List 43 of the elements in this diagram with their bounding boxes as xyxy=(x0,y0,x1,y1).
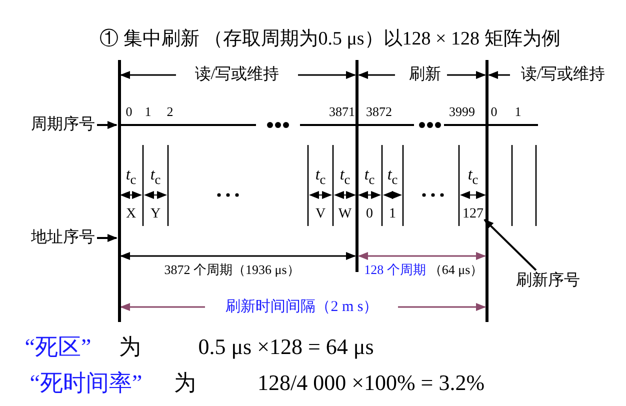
cycle-number: 2 xyxy=(166,104,174,120)
address-label: Y xyxy=(150,206,161,222)
axis-label: 刷新序号 xyxy=(516,272,580,290)
title: ① 集中刷新 （存取周期为0.5 μs）以128 × 128 矩阵为例 xyxy=(100,30,560,50)
address-label: W xyxy=(338,206,352,222)
address-label: 1 xyxy=(389,206,396,222)
duration-label: （64 μs） xyxy=(428,262,484,278)
phase-label: 读/写或维持 xyxy=(520,66,606,84)
term-label: “死区” xyxy=(24,334,92,360)
cycle-number: 0 xyxy=(490,104,498,120)
text-label: 为 xyxy=(119,334,141,360)
cycle-number: 0 xyxy=(126,104,132,120)
address-label: 127 xyxy=(462,206,484,222)
axis-label: 地址序号 xyxy=(31,229,95,247)
cycle-number: 1 xyxy=(144,104,152,120)
cycle-number: 3999 xyxy=(449,104,475,120)
cycle-time-label: t$_{c}$ xyxy=(315,166,326,188)
formula-text: 0.5 μs ×128 = 64 μs xyxy=(198,334,374,360)
text-label: 为 xyxy=(174,370,196,396)
cycle-time-label: t$_{c}$ xyxy=(150,166,161,188)
arrow xyxy=(97,234,118,242)
phase-label: 读/写或维持 xyxy=(194,66,280,84)
cycle-time-label: t$_{c}$ xyxy=(340,166,350,188)
phase-label: 刷新 xyxy=(409,66,441,84)
cycle-time-label: t$_{c}$ xyxy=(126,166,136,188)
cycle-number: 3871 xyxy=(329,104,355,120)
duration-label: 128 个周期 xyxy=(364,262,426,278)
duration-label: 刷新时间间隔（2 m s） xyxy=(226,298,378,316)
duration-label: 3872 个周期（1936 μs） xyxy=(164,262,300,278)
address-label: X xyxy=(126,206,136,222)
cycle-time-label: t$_{c}$ xyxy=(387,166,398,188)
leader-line xyxy=(484,218,537,271)
address-label: 0 xyxy=(366,206,373,222)
cycle-number: 3872 xyxy=(366,104,392,120)
cycle-time-label: t$_{c}$ xyxy=(364,166,375,188)
axis-label: 周期序号 xyxy=(31,116,95,134)
term-label: “死时间率” xyxy=(30,370,142,396)
formula-text: 128/4 000 ×100% = 3.2% xyxy=(257,370,485,396)
timeline-divider xyxy=(118,60,120,322)
address-label: V xyxy=(315,206,326,222)
arrow xyxy=(97,121,118,129)
cycle-number: 1 xyxy=(514,104,522,120)
cycle-time-label: t$_{c}$ xyxy=(468,166,478,188)
